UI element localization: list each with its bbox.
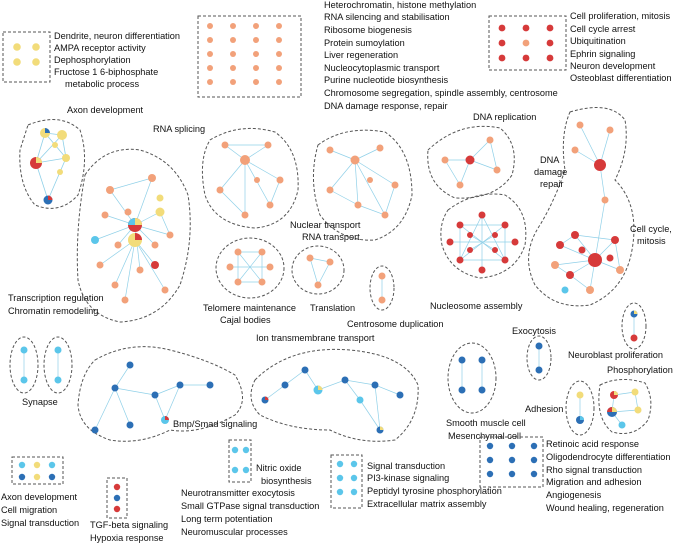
legend-box-retinoic: Retinoic acid response Oligodendrocyte d… [479,436,670,513]
label-telomere-maintenance: Telomere maintenance [203,303,296,313]
box-retinoic-line6: Wound healing, regeneration [546,503,664,513]
label-axon-development: Axon development [67,105,144,115]
legend-box-signal: Signal transduction PI3-kinase signaling… [330,454,502,509]
label-dna-replication: DNA replication [473,112,536,122]
box-signal-line2: PI3-kinase signaling [367,473,449,483]
label-cell-cycle: Cell cycle, [630,224,672,234]
box-retinoic-line3: Rho signal transduction [546,465,642,475]
box-retinoic-line2: Oligodendrocyte differentiation [546,452,670,462]
legend-box-neuron: Dendrite, neuron differentiation AMPA re… [2,31,180,89]
label-rna-splicing: RNA splicing [153,124,205,134]
label-cajal-bodies: Cajal bodies [220,315,271,325]
box-topright-line5: Neuron development [570,61,656,71]
legend-box-axon-bottom: Axon development Cell migration Signal t… [1,456,79,528]
cluster-cell-cycle: DNA damage repair Cell cycle, mitosis [528,107,672,307]
cluster-exocytosis: Exocytosis [512,326,556,381]
nitric-below-line4: Neuromuscular processes [181,527,288,537]
box-topright-line6: Osteoblast differentiation [570,73,671,83]
box-topmid-line1: Heterochromatin, histone methylation [324,0,476,10]
label-nucleosome-assembly: Nucleosome assembly [430,301,523,311]
nitric-below-line2: Small GTPase signal transduction [181,501,319,511]
cluster-axon-development: Axon development [19,105,144,209]
box-axon-bottom-line1: Axon development [1,492,78,502]
label-smooth-muscle: Smooth muscle cell [446,418,526,428]
cluster-dna-replication: DNA replication [427,112,536,199]
cluster-centrosome: Centrosome duplication [347,265,444,329]
cluster-nucleosome-assembly: Nucleosome assembly [430,193,527,311]
label-exocytosis: Exocytosis [512,326,556,336]
legend-box-nitric: Nitric oxide biosynthesis Neurotransmitt… [181,439,319,537]
box-topmid-line5: Liver regeneration [324,50,398,60]
label-rna-transport: RNA transport [302,232,360,242]
nitric-below-line3: Long term potentiation [181,514,272,524]
label-translation: Translation [310,303,355,313]
box-signal-line4: Extracellular matrix assembly [367,499,487,509]
box-retinoic-line4: Migration and adhesion [546,477,642,487]
box-retinoic-line1: Retinoic acid response [546,439,639,449]
box-nitric-line1: Nitric oxide [256,463,301,473]
nitric-below-line1: Neurotransmitter exocytosis [181,488,295,498]
cluster-synapse: Synapse [9,336,73,407]
cluster-transcription-regulation: Transcription regulation Chromatin remod… [8,148,191,323]
cluster-translation: Translation [291,245,355,313]
box-signal-line1: Signal transduction [367,461,445,471]
legend-box-chromatin: Heterochromatin, histone methylation RNA… [197,0,558,111]
label-mitosis: mitosis [637,236,666,246]
label-neuroblast-proliferation: Neuroblast proliferation [568,350,663,360]
label-bmp-smad: Bmp/Smad signaling [173,419,257,429]
box-topright-line1: Cell proliferation, mitosis [570,11,670,21]
box-topmid-line6: Nucleocytoplasmic transport [324,63,440,73]
box-topleft-line3: Dephosphorylation [54,55,131,65]
cluster-rna-splicing: RNA splicing [153,124,299,229]
label-chromatin-remodeling: Chromatin remodeling [8,306,98,316]
cluster-ion-transmembrane: Ion transmembrane transport [250,333,419,442]
box-retinoic-line5: Angiogenesis [546,490,602,500]
box-topleft-line4: Fructose 1 6-biphosphate [54,67,158,77]
label-mesenchymal: Mesenchymal cell [448,431,521,441]
cluster-telomere: Telomere maintenance Cajal bodies [203,237,296,325]
box-signal-line3: Peptidyl tyrosine phosphorylation [367,486,502,496]
cluster-adhesion: Adhesion [525,380,595,436]
box-axon-bottom-line2: Cell migration [1,505,57,515]
box-topmid-line9: DNA damage response, repair [324,101,448,111]
label-dna: DNA [540,155,560,165]
box-topright-line3: Ubiquitination [570,36,626,46]
label-nuclear-transport: Nuclear transport [290,220,361,230]
legend-box-cell-proliferation: Cell proliferation, mitosis Cell cycle a… [488,11,671,83]
label-phosphorylation: Phosphorylation [607,365,673,375]
label-adhesion: Adhesion [525,404,563,414]
label-transcription-regulation: Transcription regulation [8,293,104,303]
label-centrosome-duplication: Centrosome duplication [347,319,444,329]
box-topmid-line8: Chromosome segregation, spindle assembly… [324,88,558,98]
box-tgf-line2: Hypoxia response [90,533,164,543]
legend-box-tgf: TGF-beta signaling Hypoxia response [90,477,168,543]
label-repair: repair [540,179,564,189]
box-topright-line2: Cell cycle arrest [570,24,636,34]
box-topmid-line2: RNA silencing and stabilisation [324,12,450,22]
cluster-phosphorylation: Phosphorylation [598,365,673,434]
cluster-neuroblast: Neuroblast proliferation [568,302,663,360]
box-topmid-line3: Ribosome biogenesis [324,25,412,35]
box-nitric-line2: biosynthesis [261,476,312,486]
box-topleft-line2: AMPA receptor activity [54,43,146,53]
label-damage: damage [534,167,567,177]
box-topleft-line5: metabolic process [65,79,139,89]
label-ion-transmembrane: Ion transmembrane transport [256,333,375,343]
cluster-smooth-muscle: Smooth muscle cell Mesenchymal cell [446,342,526,441]
label-synapse: Synapse [22,397,58,407]
box-topright-line4: Ephrin signaling [570,49,635,59]
box-topmid-line4: Protein sumoylation [324,38,405,48]
box-topmid-line7: Purine nucleotide biosynthesis [324,75,449,85]
cluster-nuclear-transport: Nuclear transport RNA transport [290,129,413,242]
box-axon-bottom-line3: Signal transduction [1,518,79,528]
box-topleft-line1: Dendrite, neuron differentiation [54,31,180,41]
box-tgf-line1: TGF-beta signaling [90,520,168,530]
cluster-bmp-smad: Bmp/Smad signaling [77,346,257,442]
